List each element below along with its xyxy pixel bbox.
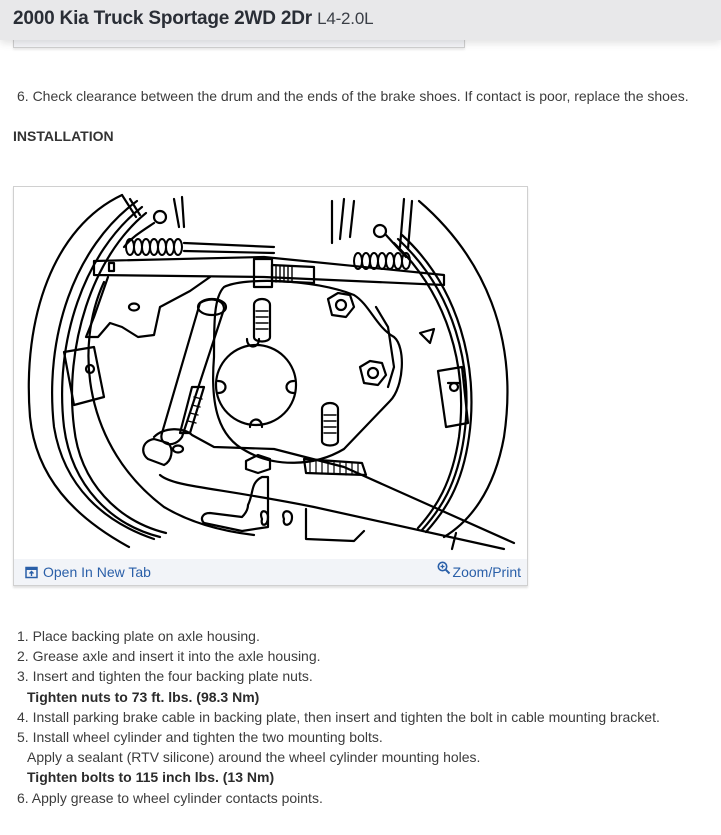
install-step-3: 3. Insert and tighten the four backing p…	[17, 668, 313, 685]
install-step-4: 4. Install parking brake cable in backin…	[17, 708, 660, 725]
zoom-print-label: Zoom/Print	[452, 564, 521, 580]
torque-spec-bolts: Tighten bolts to 115 inch lbs. (13 Nm)	[27, 769, 275, 786]
installation-steps-list: 1. Place backing plate on axle housing. …	[17, 626, 717, 808]
open-new-tab-icon	[25, 566, 38, 578]
zoom-in-magnifier-icon	[437, 561, 450, 574]
page-header: 2000 Kia Truck Sportage 2WD 2Dr L4-2.0L	[0, 0, 721, 40]
open-in-new-tab-label: Open In New Tab	[43, 564, 151, 580]
figure-container: Open In New Tab Zoom/Print	[13, 186, 528, 586]
install-step-5-sealant-note: Apply a sealant (RTV silicone) around th…	[27, 749, 481, 766]
torque-spec-nuts: Tighten nuts to 73 ft. lbs. (98.3 Nm)	[27, 688, 260, 705]
install-step-1: 1. Place backing plate on axle housing.	[17, 628, 260, 644]
zoom-print-link[interactable]: Zoom/Print	[437, 561, 521, 580]
open-in-new-tab-link[interactable]: Open In New Tab	[25, 564, 151, 580]
section-heading-installation: INSTALLATION	[13, 128, 114, 144]
brake-assembly-diagram[interactable]	[14, 187, 527, 559]
removal-step-6: 6. Check clearance between the drum and …	[17, 88, 689, 104]
install-step-6: 6. Apply grease to wheel cylinder contac…	[17, 789, 323, 806]
engine-spec: L4-2.0L	[317, 9, 374, 28]
vehicle-title: 2000 Kia Truck Sportage 2WD 2Dr L4-2.0L	[13, 8, 374, 30]
install-step-5: 5. Install wheel cylinder and tighten th…	[17, 728, 383, 745]
vehicle-name: 2000 Kia Truck Sportage 2WD 2Dr	[13, 8, 312, 29]
install-step-2: 2. Grease axle and insert it into the ax…	[17, 648, 321, 665]
figure-action-bar: Open In New Tab Zoom/Print	[14, 559, 527, 585]
